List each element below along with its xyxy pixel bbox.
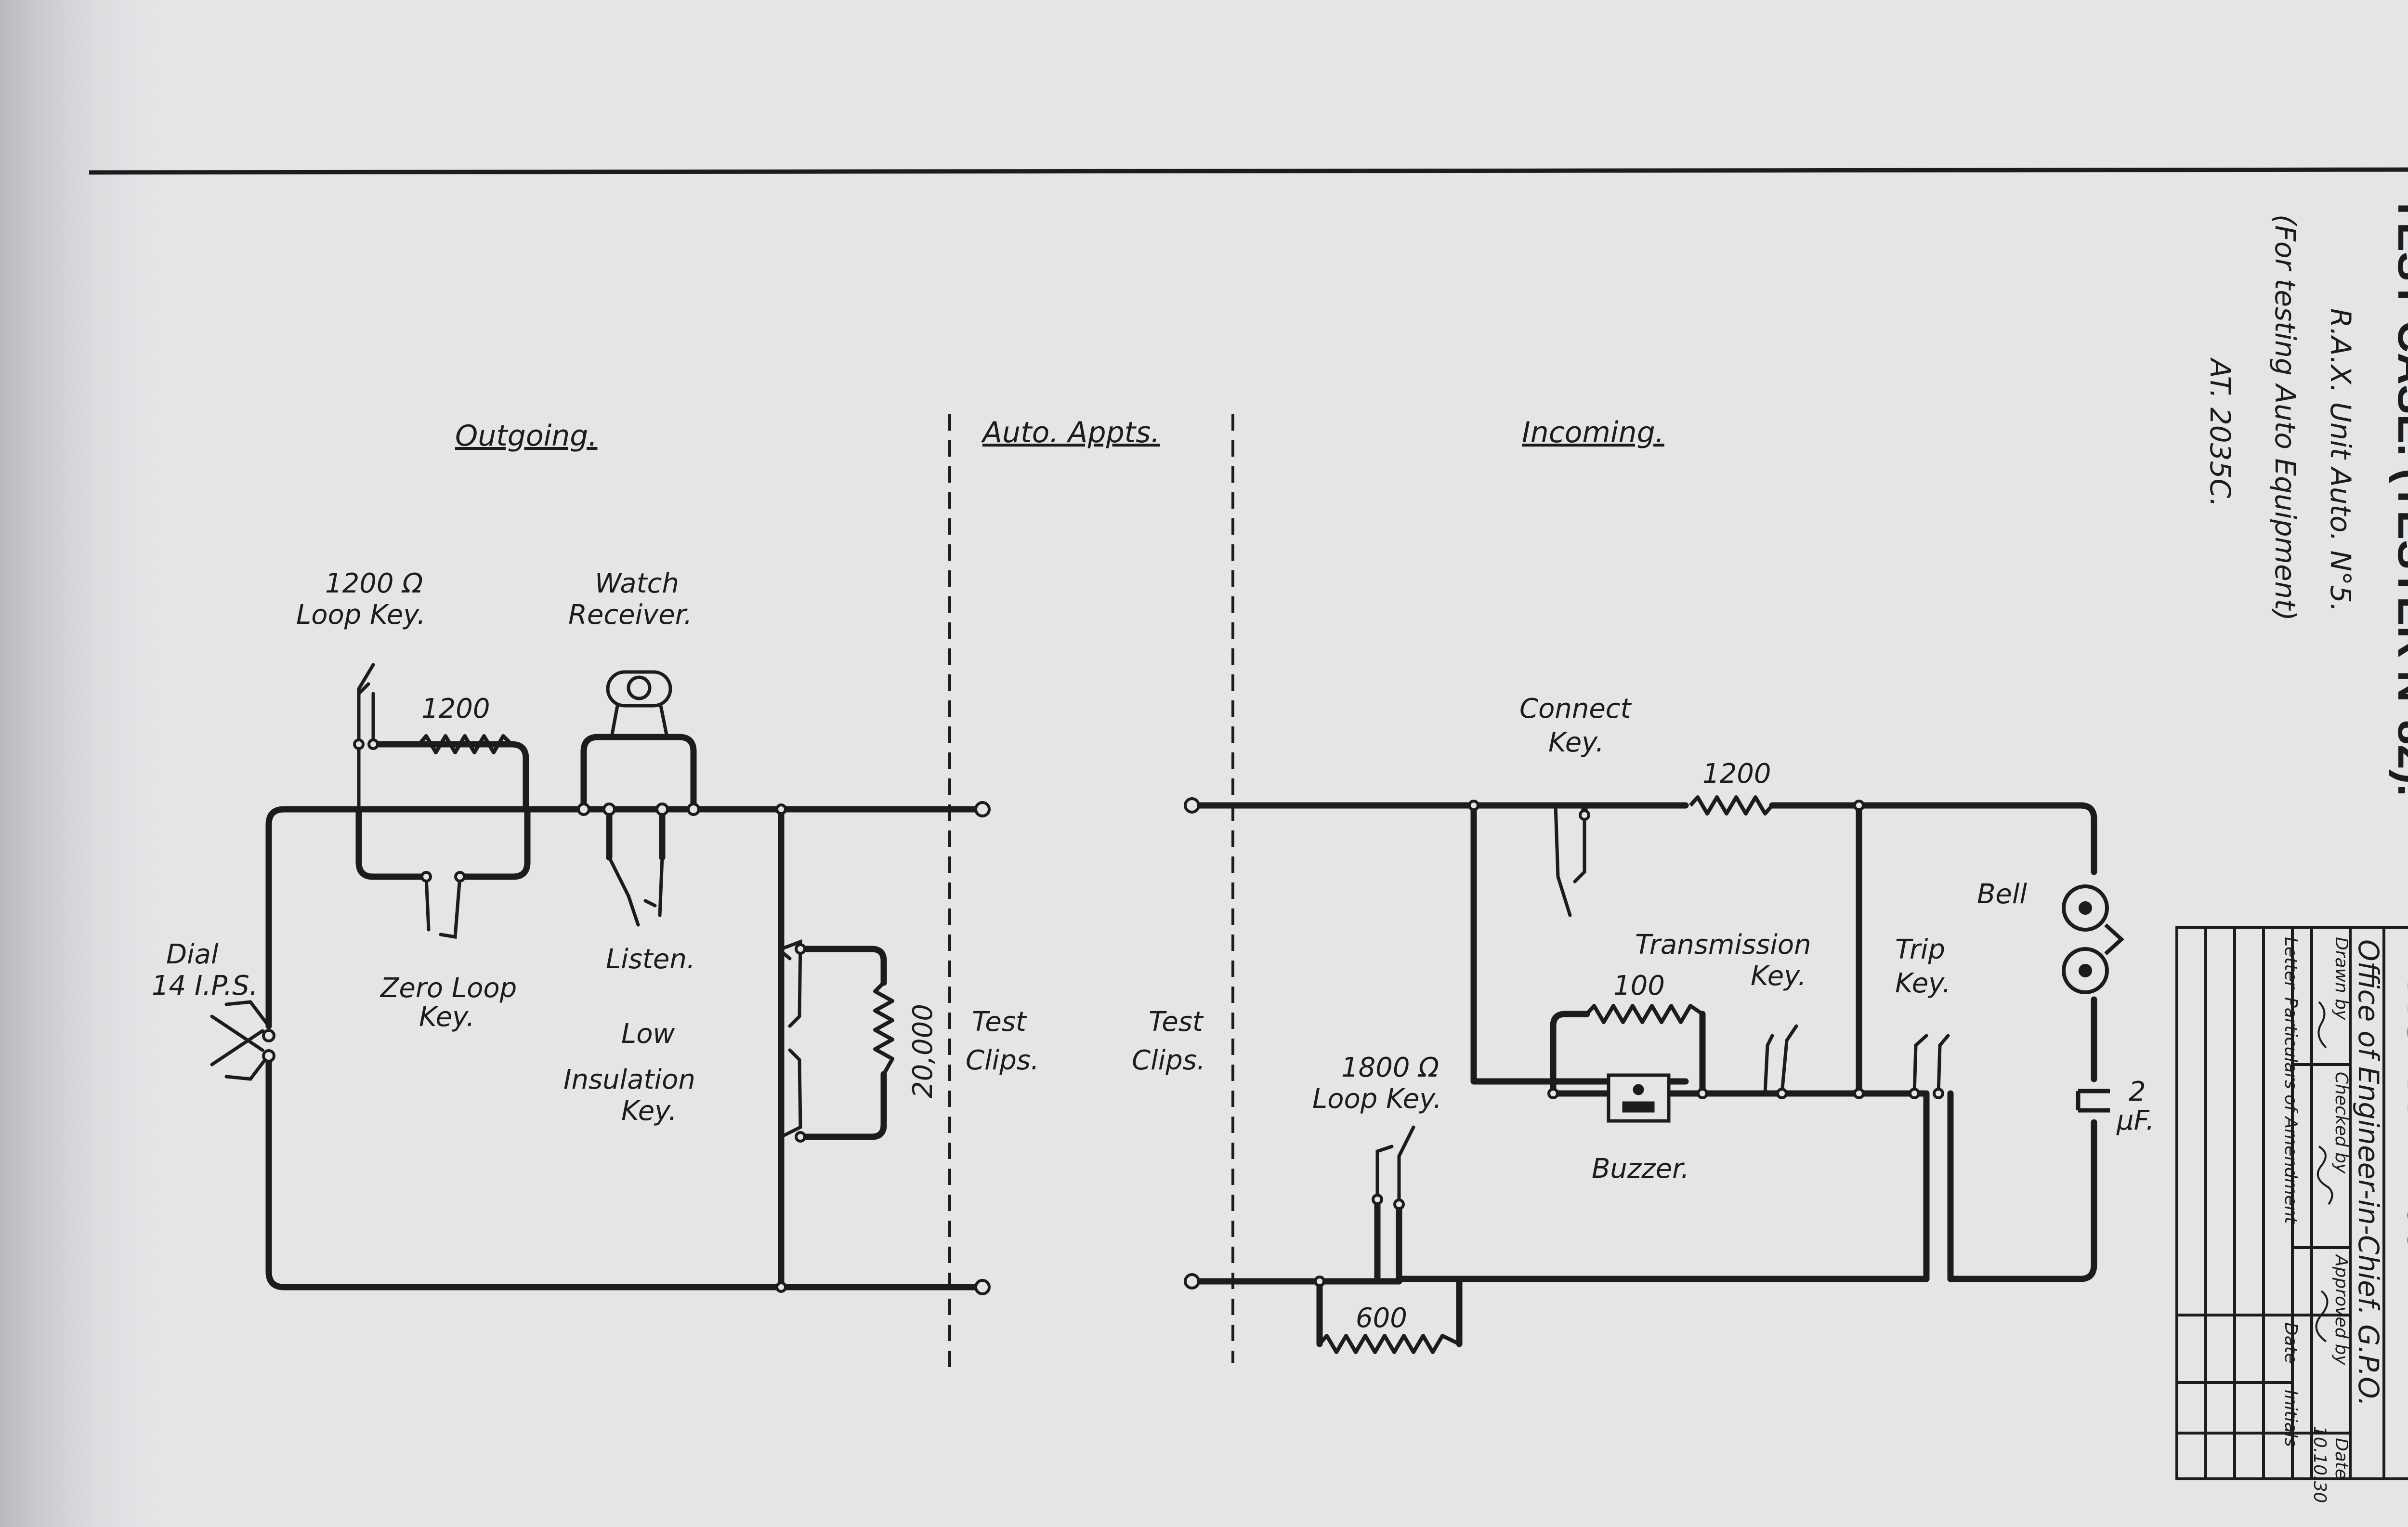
- title-line3: AT. 2035C.: [2204, 357, 2237, 507]
- resistor-100: [1585, 1004, 1704, 1024]
- resistors: [418, 734, 1774, 1354]
- label-test-clips-right-a: Test: [1149, 1006, 1204, 1038]
- buzzer-icon: [1607, 1073, 1671, 1123]
- label-transmission-key-a: Transmission: [1635, 929, 1811, 961]
- connect-key-spring: [1554, 803, 1586, 917]
- label-low-insulation-a: Low: [621, 1018, 675, 1050]
- watch-receiver-icon: [606, 670, 672, 737]
- label-resistor-1200-right: 1200: [1702, 758, 1771, 790]
- transmission-key-spring: [1763, 1024, 1798, 1095]
- label-listen: Listen.: [606, 944, 695, 975]
- label-loop-key-1800-a: 1800 Ω: [1341, 1052, 1439, 1083]
- label-capacitor-a: 2: [2129, 1076, 2146, 1107]
- title-main: TEST CASE. (TESTER N°82).: [2389, 195, 2408, 796]
- resistor-20000: [873, 981, 894, 1075]
- loop-key-1200-spring: [357, 663, 375, 811]
- loop-key-1800-spring: [1375, 1125, 1415, 1206]
- test-clip-terminal: [1184, 1273, 1200, 1290]
- label-connect-key-a: Connect: [1519, 693, 1632, 724]
- key-contacts: [210, 663, 1950, 1206]
- capacitor-icon: [2076, 1089, 2110, 1113]
- label-loop-key-1200-b: Loop Key.: [296, 599, 426, 631]
- label-test-clips-right-b: Clips.: [1132, 1045, 1205, 1076]
- title-block-initials: Initials: [2281, 1390, 2301, 1447]
- label-loop-key-1800-b: Loop Key.: [1312, 1083, 1442, 1115]
- label-resistor-1200-left: 1200: [421, 693, 490, 724]
- label-buzzer: Buzzer.: [1592, 1153, 1689, 1185]
- resistor-1200-right: [1689, 795, 1774, 816]
- title-block-checked-by: Checked by: [2331, 1072, 2351, 1174]
- drawing-title: TEST CASE. (TESTER N°82). R.A.X. Unit Au…: [2204, 195, 2408, 796]
- label-test-clips-left-b: Clips.: [966, 1045, 1039, 1076]
- signatures: [2315, 1001, 2333, 1343]
- bell-icon: [2062, 884, 2124, 994]
- title-block-letter: Letter: [2281, 937, 2301, 990]
- circuit-labels: Outgoing. Auto. Appts. Incoming. 1200 Ω …: [152, 416, 2154, 1334]
- listen-key-spring: [607, 856, 664, 927]
- label-watch-receiver-a: Watch: [595, 568, 679, 599]
- section-auto-appts: Auto. Appts.: [981, 416, 1160, 449]
- label-bell: Bell: [1977, 879, 2027, 910]
- section-outgoing: Outgoing.: [455, 419, 597, 453]
- label-resistor-100: 100: [1613, 970, 1665, 1001]
- section-incoming: Incoming.: [1522, 416, 1664, 449]
- zero-loop-key-spring: [424, 875, 462, 939]
- label-watch-receiver-b: Receiver.: [568, 599, 692, 631]
- test-clip-terminal: [1184, 797, 1200, 814]
- label-low-insulation-c: Key.: [621, 1095, 677, 1127]
- title-block-drawn-by: Drawn by: [2331, 937, 2351, 1020]
- label-capacitor-b: μF.: [2116, 1105, 2154, 1136]
- label-zero-loop-a: Zero Loop: [380, 973, 517, 1004]
- label-resistor-600: 600: [1356, 1303, 1407, 1334]
- low-insulation-key-spring: [779, 939, 802, 1139]
- title-block-text: DIAGRAM E.901. Office of Engineer-in-Chi…: [2281, 937, 2408, 1503]
- label-transmission-key-b: Key.: [1751, 961, 1806, 992]
- test-clip-terminal: [974, 801, 991, 817]
- label-loop-key-1200-a: 1200 Ω: [325, 568, 423, 599]
- title-block-particulars: Particulars of Amendment: [2281, 997, 2301, 1224]
- title-block-date-label: Date: [2331, 1438, 2351, 1479]
- dial-contacts: [210, 1000, 271, 1081]
- section-dividers: [948, 414, 1234, 1368]
- label-connect-key-b: Key.: [1548, 727, 1604, 758]
- title-block-diagram: DIAGRAM E.901.: [2398, 939, 2408, 1291]
- trip-key-spring: [1912, 1034, 1950, 1095]
- label-resistor-20000: 20,000: [907, 1004, 939, 1098]
- label-low-insulation-b: Insulation: [563, 1064, 695, 1095]
- title-block-date-col: Date: [2281, 1322, 2301, 1364]
- terminals: [262, 738, 1944, 1295]
- top-border-rule: [89, 167, 2408, 175]
- label-test-clips-left-a: Test: [972, 1006, 1027, 1038]
- title-block-date-value: 10.10.30: [2310, 1426, 2329, 1503]
- title-line1: R.A.X. Unit Auto. N°5.: [2324, 308, 2357, 612]
- label-zero-loop-b: Key.: [419, 1001, 475, 1033]
- label-dial-b: 14 I.P.S.: [152, 970, 258, 1001]
- title-block-approved-by: Approved by: [2331, 1254, 2351, 1366]
- title-block-office: Office of Engineer-in-Chief. G.P.O.: [2352, 939, 2385, 1407]
- label-trip-key-a: Trip: [1895, 934, 1945, 965]
- resistor-600: [1318, 1334, 1460, 1354]
- test-clip-terminal: [974, 1279, 991, 1295]
- label-dial-a: Dial: [166, 939, 219, 970]
- title-line2: (For testing Auto Equipment): [2269, 214, 2302, 621]
- resistor-1200-left: [418, 734, 513, 754]
- label-trip-key-b: Key.: [1895, 968, 1951, 999]
